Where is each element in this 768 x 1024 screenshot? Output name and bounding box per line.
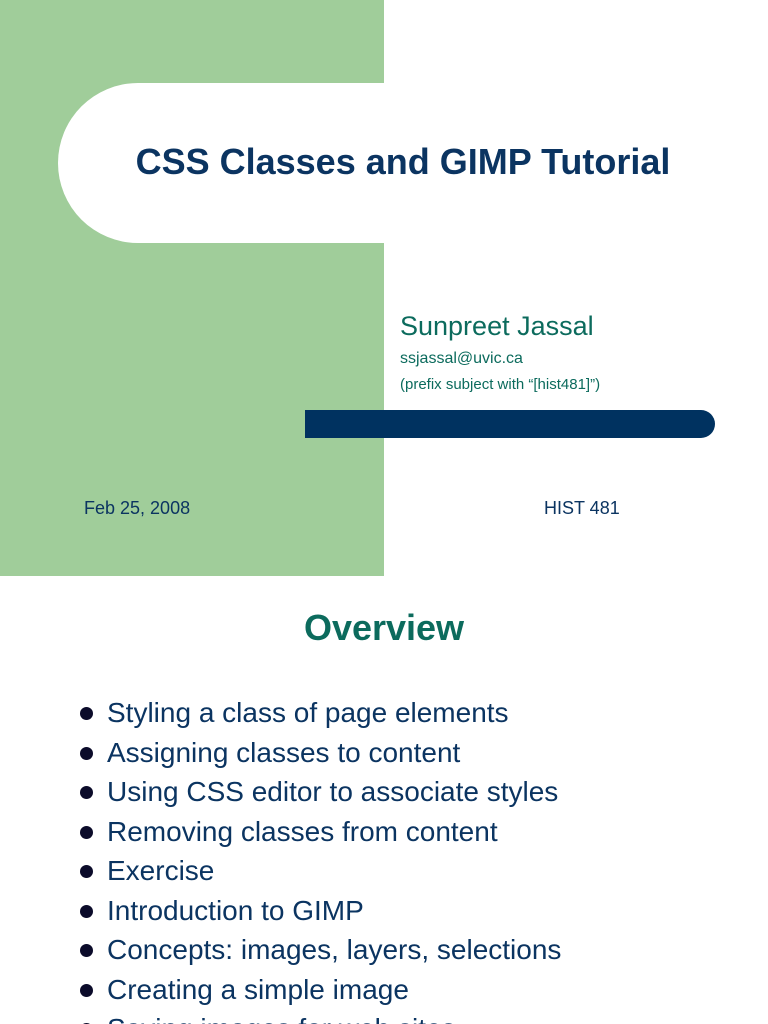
- bullet-icon: [80, 825, 93, 839]
- bullet-icon: [80, 746, 93, 760]
- bullet-text: Concepts: images, layers, selections: [107, 934, 562, 965]
- bullet-item: Exercise: [80, 851, 561, 891]
- bullet-icon: [80, 786, 93, 799]
- bullet-text: Introduction to GIMP: [107, 894, 364, 926]
- presentation-title: CSS Classes and GIMP Tutorial: [135, 141, 671, 182]
- bullet-icon: [80, 707, 93, 720]
- author-name: Sunpreet Jassal: [400, 311, 594, 341]
- overview-title: Overview: [303, 607, 465, 648]
- presentation-date: Feb 25, 2008: [84, 498, 191, 518]
- bullet-text: Assigning classes to content: [107, 736, 461, 768]
- bullet-text: Using CSS editor to associate styles: [107, 776, 559, 807]
- title-banner: [58, 83, 768, 243]
- bullet-item: Removing classes from content: [80, 812, 561, 852]
- bullet-item: Concepts: images, layers, selections: [80, 930, 561, 970]
- bullet-text: Removing classes from content: [107, 815, 498, 847]
- course-code: HIST 481: [544, 498, 620, 518]
- bullet-icon: [80, 865, 93, 878]
- bullet-item: Saving images for web sites: [80, 1009, 561, 1024]
- bullet-item: Styling a class of page elements: [80, 693, 561, 733]
- overview-slide: Overview Styling a class of page element…: [0, 576, 768, 1024]
- bullet-text: Exercise: [107, 855, 215, 886]
- title-slide: CSS Classes and GIMP Tutorial Sunpreet J…: [0, 0, 768, 576]
- bullet-icon: [80, 944, 93, 957]
- bullet-item: Using CSS editor to associate styles: [80, 772, 561, 812]
- bullet-item: Assigning classes to content: [80, 733, 561, 773]
- bullet-icon: [80, 983, 93, 997]
- bullet-text: Saving images for web sites: [107, 1013, 456, 1024]
- author-email: ssjassal@uvic.ca: [400, 350, 523, 367]
- bullet-icon: [80, 904, 93, 918]
- navy-accent-bar: [305, 410, 715, 438]
- bullet-item: Introduction to GIMP: [80, 891, 561, 931]
- bullet-text: Styling a class of page elements: [107, 697, 509, 728]
- bullet-item: Creating a simple image: [80, 970, 561, 1010]
- subject-prefix-note: (prefix subject with “[hist481]”): [400, 376, 601, 393]
- overview-bullet-list: Styling a class of page elements Assigni…: [80, 693, 561, 1024]
- bullet-text: Creating a simple image: [107, 973, 409, 1005]
